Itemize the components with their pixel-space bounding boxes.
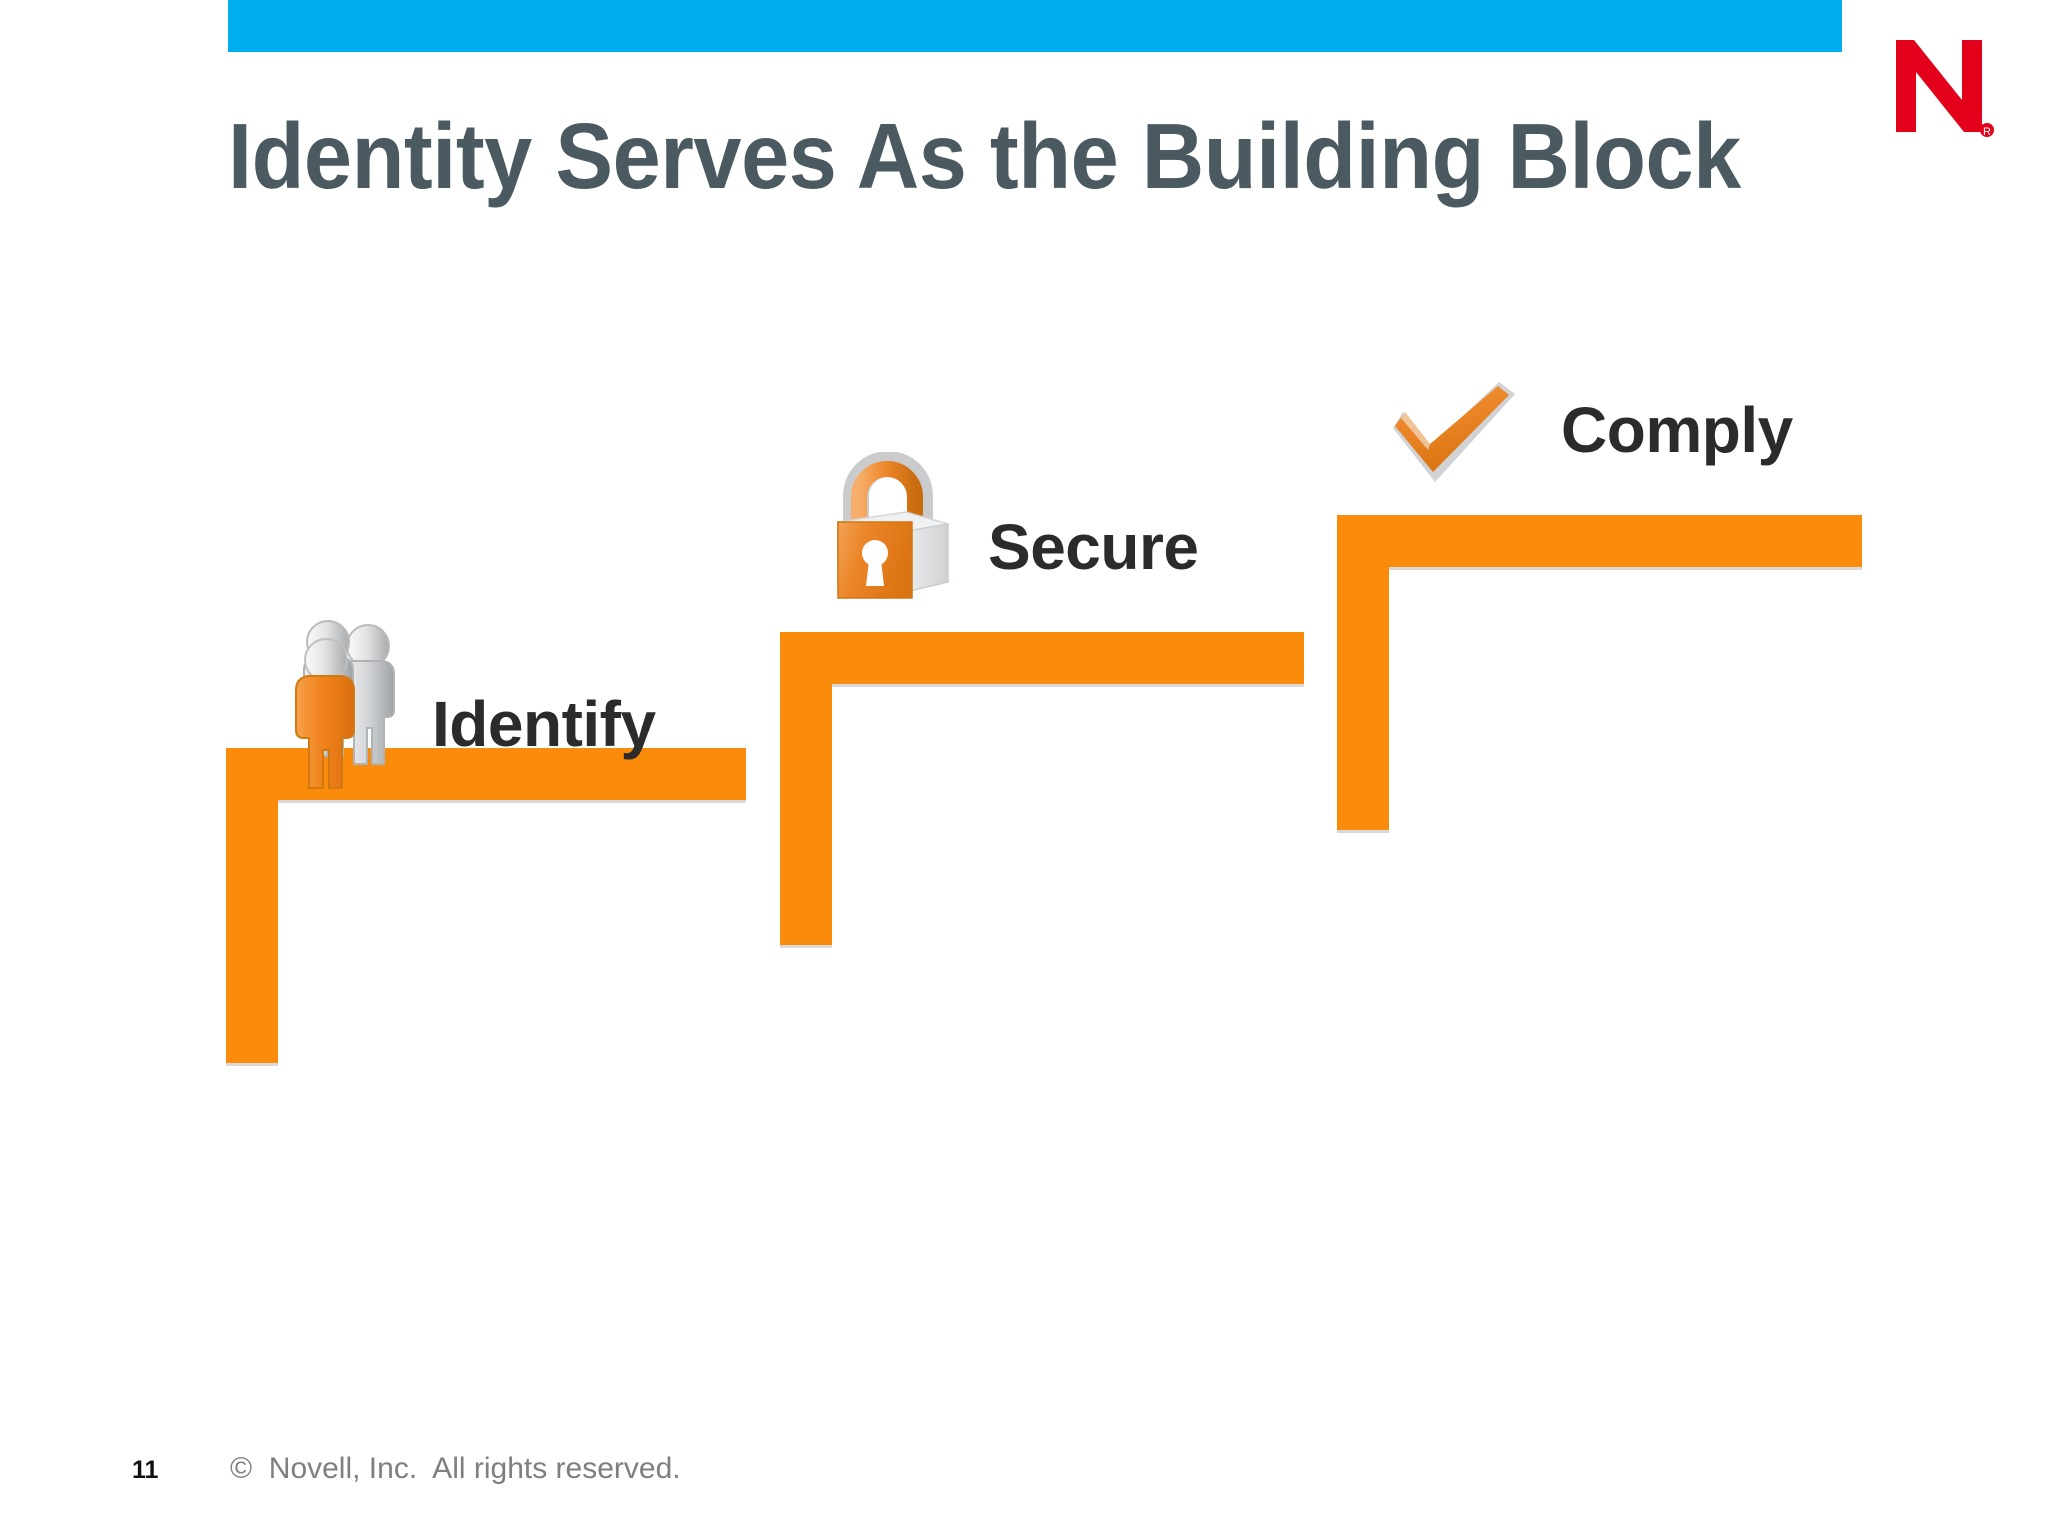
step-comply: Comply <box>1385 374 1793 494</box>
top-accent-bar <box>228 0 1842 52</box>
step-identify: Identify <box>280 620 656 795</box>
step-secure: Secure <box>832 452 1199 612</box>
novell-logo: R <box>1886 36 1996 140</box>
step-bar-comply-horizontal <box>1337 515 1862 567</box>
step-bar-secure-horizontal <box>780 632 1304 684</box>
people-icon <box>280 620 410 795</box>
copyright-notice: © Novell, Inc. All rights reserved. <box>230 1452 681 1485</box>
step-bar-secure-vertical <box>780 684 832 945</box>
page-number: 11 <box>132 1456 159 1484</box>
step-label-comply: Comply <box>1561 394 1793 466</box>
novell-n-icon: R <box>1896 40 1994 138</box>
page-title: Identity Serves As the Building Block <box>228 104 1741 208</box>
step-label-secure: Secure <box>988 511 1199 583</box>
step-bar-comply-vertical <box>1337 567 1389 830</box>
padlock-icon <box>832 452 954 612</box>
checkmark-icon <box>1385 374 1525 494</box>
svg-text:R: R <box>1983 126 1991 138</box>
step-label-identify: Identify <box>432 687 656 760</box>
slide-footer: 11 © Novell, Inc. All rights reserved. <box>0 1452 2048 1512</box>
step-bar-identify-vertical <box>226 800 278 1063</box>
